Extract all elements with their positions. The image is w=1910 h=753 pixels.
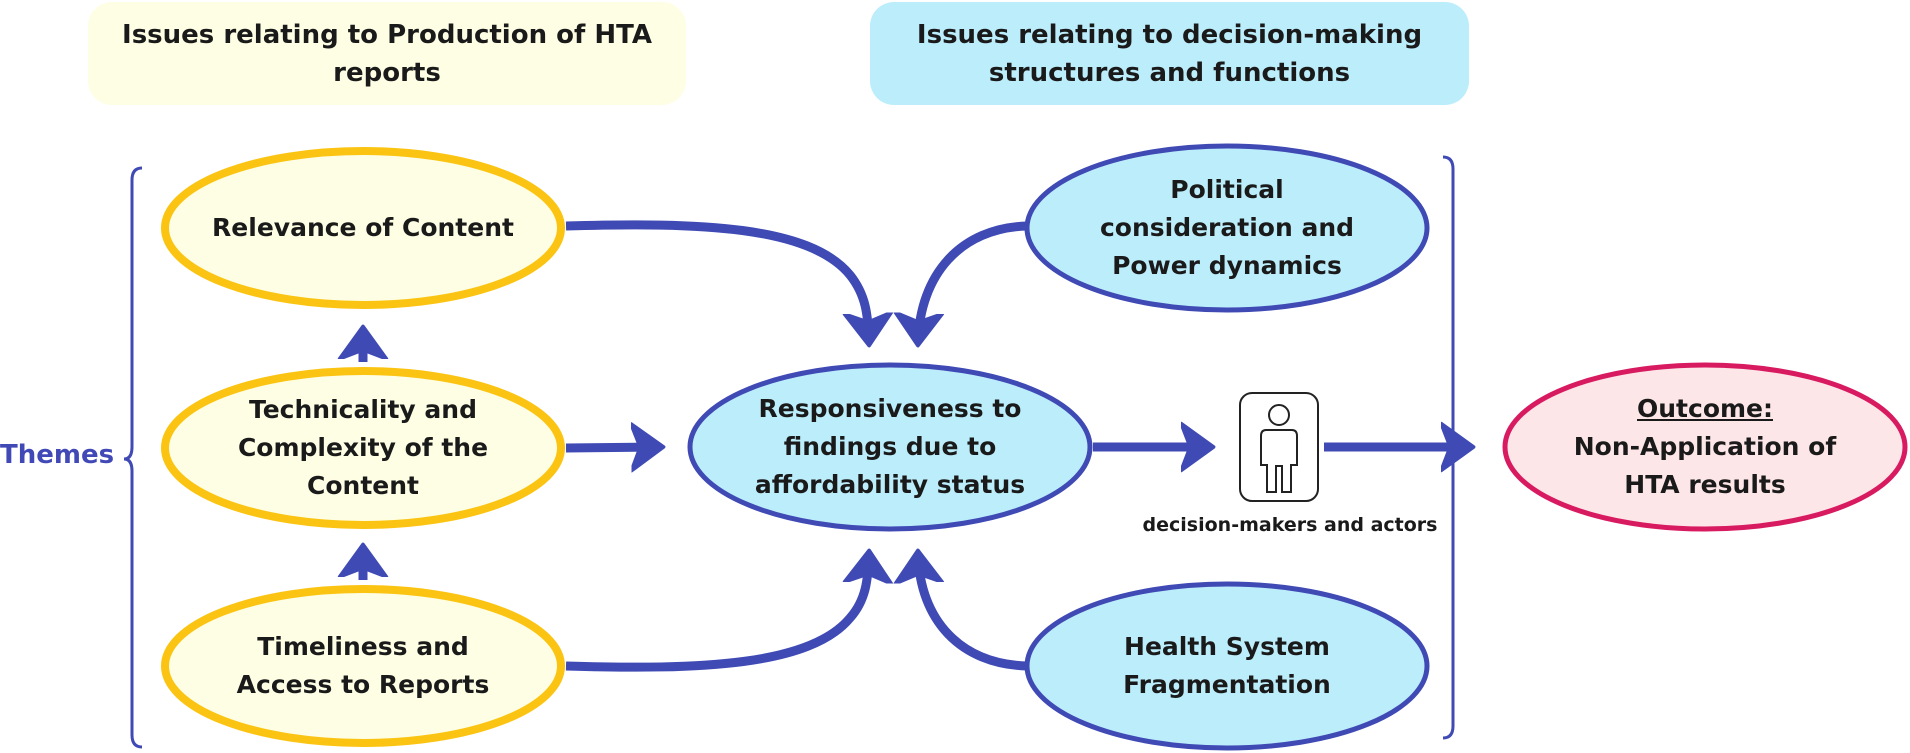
node-relevance <box>161 147 565 309</box>
node-outcome-label: Outcome: Non-Application of HTA results <box>1555 389 1855 505</box>
node-responsiveness-label: Responsiveness to findings due to afford… <box>754 394 1026 499</box>
node-health <box>1024 581 1430 751</box>
arrow-relevance-to-responsiveness <box>565 220 869 342</box>
node-health-label: Health System Fragmentation <box>1123 632 1331 699</box>
node-timeliness <box>161 585 565 747</box>
arrow-timeliness-to-responsiveness <box>565 554 869 672</box>
header-decision-label: Issues relating to decision-making struc… <box>916 19 1423 88</box>
node-technicality <box>161 367 565 529</box>
node-responsiveness <box>687 362 1093 532</box>
node-timeliness-label: Timeliness and Access to Reports <box>236 632 490 699</box>
node-relevance-label: Relevance of Content <box>212 213 514 242</box>
outcome-title: Outcome: <box>1637 394 1773 423</box>
person-icon <box>1239 392 1319 502</box>
node-outcome <box>1502 362 1908 532</box>
themes-left-bracket <box>123 166 143 749</box>
header-decision-issues: Issues relating to decision-making struc… <box>870 2 1469 105</box>
arrow-technicality-to-responsiveness <box>565 447 660 448</box>
arrow-health-to-responsiveness <box>918 554 1028 671</box>
node-technicality-label: Technicality and Complexity of the Conte… <box>237 395 489 500</box>
actor-caption: decision-makers and actors <box>1142 514 1438 536</box>
outcome-body: Non-Application of HTA results <box>1573 432 1837 499</box>
arrow-political-to-responsiveness <box>918 221 1028 342</box>
node-political-label: Political consideration and Power dynami… <box>1099 175 1355 280</box>
header-production-label: Issues relating to Production of HTA rep… <box>122 19 652 88</box>
node-political <box>1024 143 1430 313</box>
themes-label: Themes <box>0 440 115 470</box>
header-production-issues: Issues relating to Production of HTA rep… <box>88 2 686 105</box>
